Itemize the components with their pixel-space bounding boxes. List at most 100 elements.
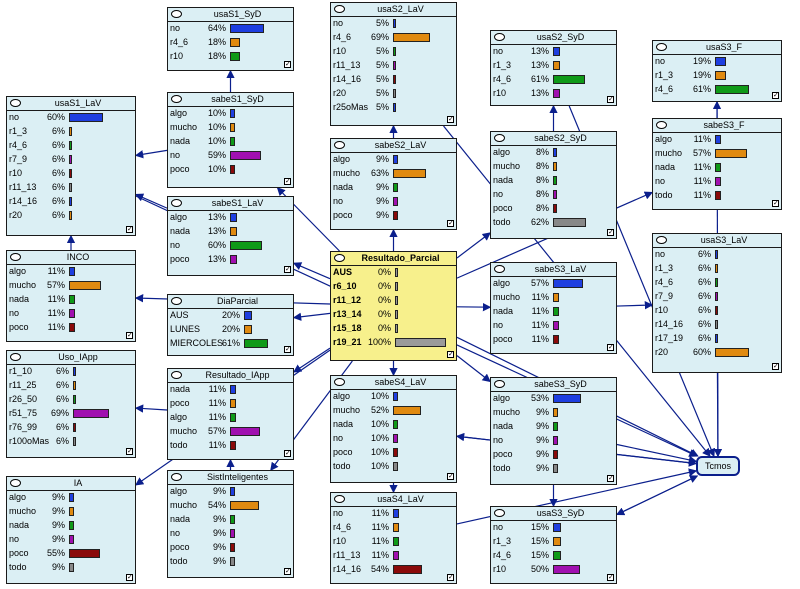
- expand-check-icon[interactable]: ✓: [447, 574, 454, 581]
- expand-check-icon[interactable]: ✓: [126, 332, 133, 339]
- expand-check-icon[interactable]: ✓: [126, 448, 133, 455]
- expand-check-icon[interactable]: ✓: [126, 574, 133, 581]
- node-header[interactable]: sabeS1_LaV: [168, 197, 293, 211]
- node-header[interactable]: sabeS3_SyD: [491, 378, 616, 392]
- node-header[interactable]: usaS3_F: [653, 41, 781, 55]
- expand-check-icon[interactable]: ✓: [126, 226, 133, 233]
- node-header[interactable]: DiaParcial: [168, 295, 293, 309]
- node-header[interactable]: Uso_IApp: [7, 351, 135, 365]
- node-header[interactable]: Resultado_IApp: [168, 369, 293, 383]
- node-header[interactable]: usaS2_LaV: [331, 3, 456, 17]
- node-header[interactable]: usaS3_LaV: [653, 234, 781, 248]
- expand-check-icon[interactable]: ✓: [772, 200, 779, 207]
- node-header[interactable]: usaS4_LaV: [331, 493, 456, 507]
- node-header[interactable]: IA: [7, 477, 135, 491]
- node-header[interactable]: usaS2_SyD: [491, 31, 616, 45]
- expand-check-icon[interactable]: ✓: [447, 116, 454, 123]
- expand-check-icon[interactable]: ✓: [447, 220, 454, 227]
- node-header[interactable]: SistInteligentes: [168, 471, 293, 485]
- expand-check-icon[interactable]: ✓: [447, 351, 454, 358]
- expand-check-icon[interactable]: ✓: [607, 344, 614, 351]
- expand-check-icon[interactable]: ✓: [284, 568, 291, 575]
- node-header[interactable]: sabeS4_LaV: [331, 376, 456, 390]
- expand-check-icon[interactable]: ✓: [447, 473, 454, 480]
- node-header[interactable]: sabeS2_LaV: [331, 139, 456, 153]
